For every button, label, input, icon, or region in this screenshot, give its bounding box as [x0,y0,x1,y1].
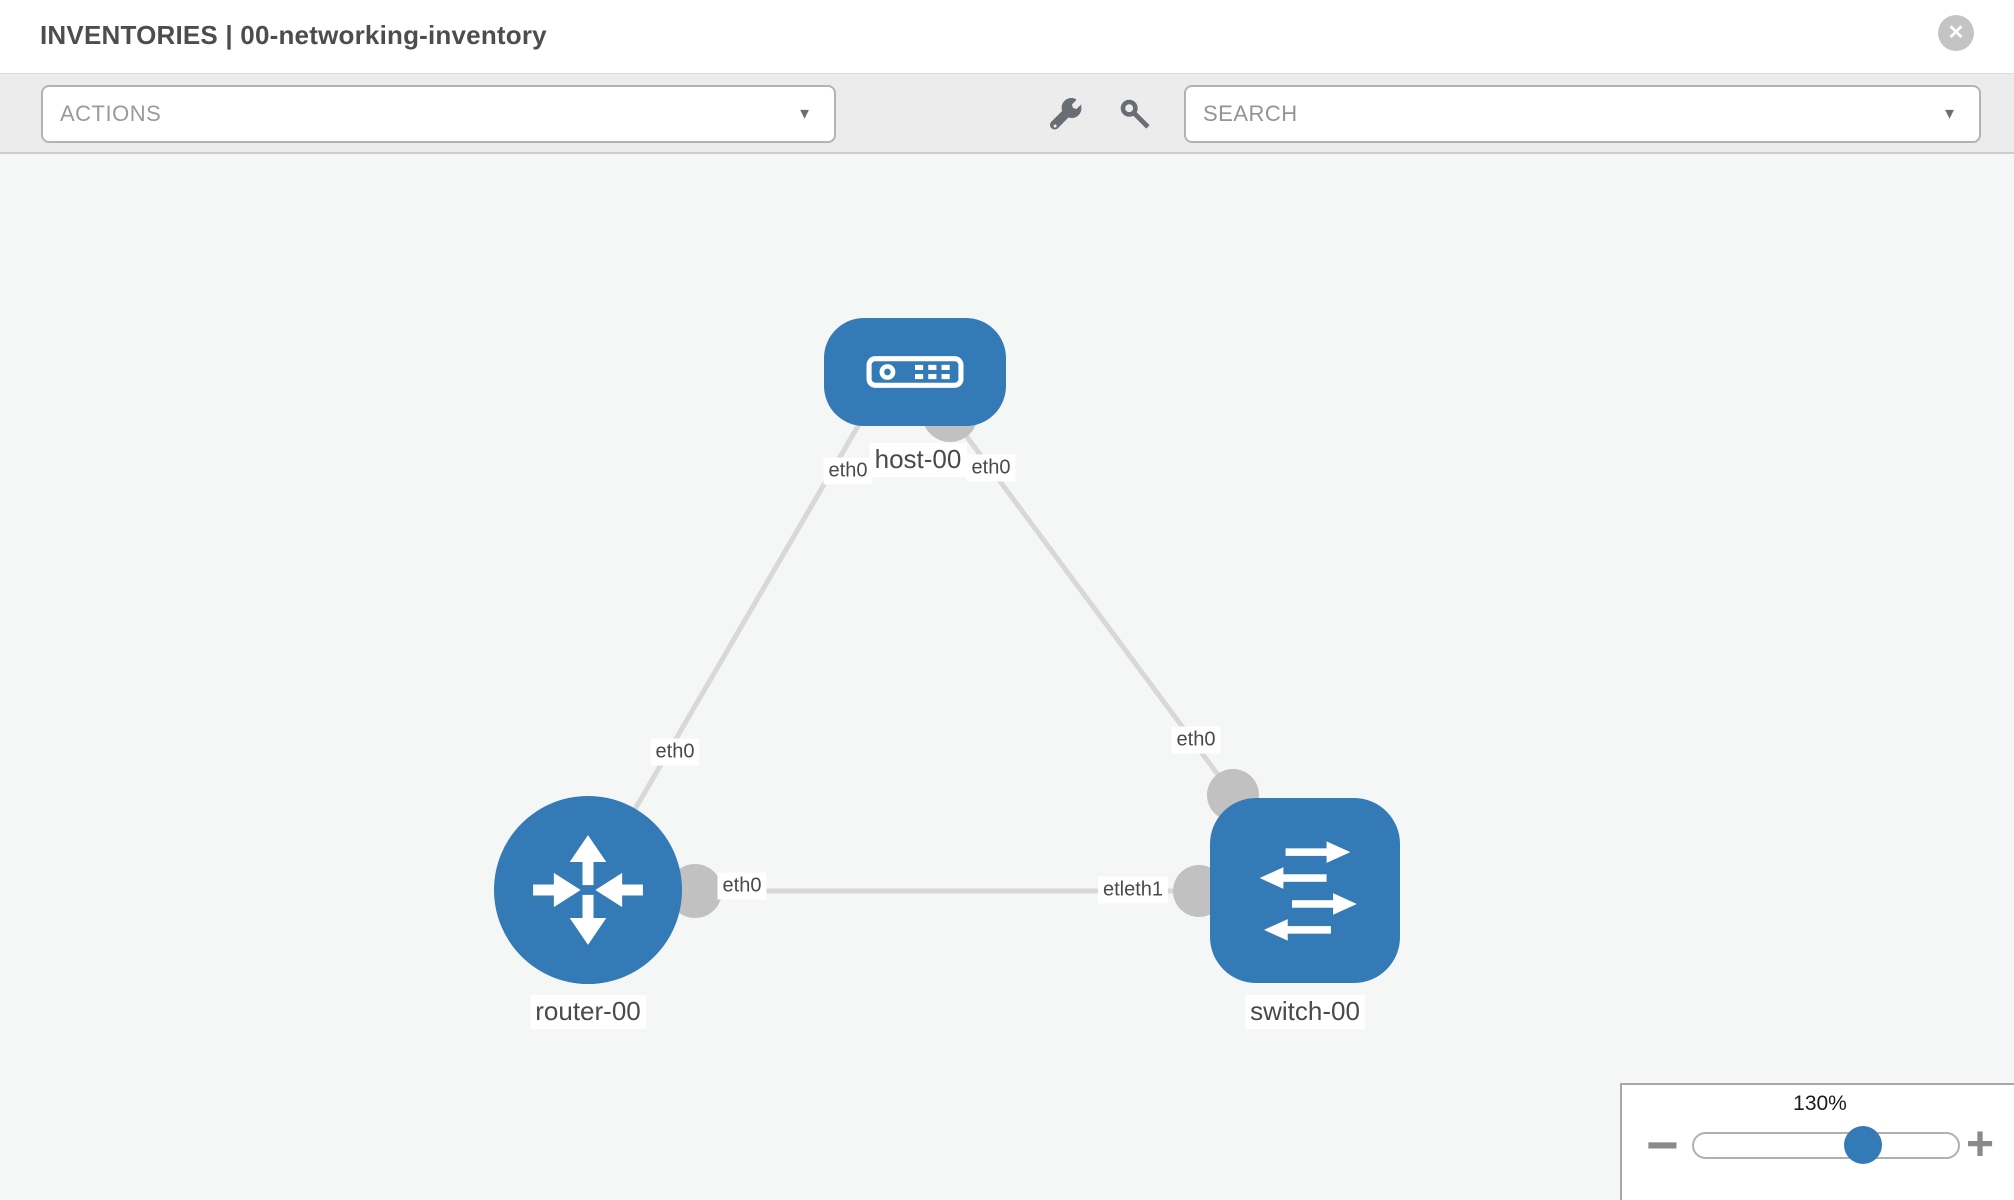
wrench-icon[interactable] [1050,98,1084,132]
if-label-host-right: eth0 [966,454,1016,482]
if-label-host-left: eth0 [823,457,873,485]
close-icon: ✕ [1947,22,1965,44]
page-title: INVENTORIES | 00-networking-inventory [40,20,547,50]
actions-dropdown[interactable]: ACTIONS ▼ [41,85,836,143]
node-label-router: router-00 [530,995,646,1029]
switch-icon [1259,840,1357,941]
zoom-slider-track[interactable] [1692,1132,1960,1159]
header: INVENTORIES | 00-networking-inventory ✕ [0,0,2014,73]
node-switch-00[interactable] [1210,798,1400,983]
router-icon [533,835,643,945]
zoom-level: 130% [1793,1092,1847,1115]
key-icon[interactable] [1119,98,1153,132]
if-label-router-right: eth0 [717,872,767,900]
search-dropdown[interactable]: SEARCH ▼ [1184,85,1981,143]
host-icon [866,356,964,388]
node-host-00[interactable] [824,318,1006,426]
zoom-slider-handle[interactable] [1844,1126,1882,1164]
chevron-down-icon: ▼ [797,105,812,123]
zoom-panel: 130% − + [1620,1083,2014,1200]
node-label-host: host-00 [869,443,967,477]
if-label-router-up: eth0 [650,738,700,766]
close-button[interactable]: ✕ [1938,15,1974,51]
if-label-switch-left: etleth1 [1097,876,1169,904]
endpoint-router-eth0[interactable] [668,864,722,918]
chevron-down-icon: ▼ [1942,105,1957,123]
topology-canvas[interactable]: host-00 router-00 switch-00 eth0 eth0 et… [0,154,2014,1200]
links-layer [585,386,1259,918]
search-placeholder: SEARCH [1203,101,1298,126]
node-label-switch: switch-00 [1245,995,1365,1029]
actions-dropdown-label: ACTIONS [60,101,162,126]
node-router-00[interactable] [494,796,682,984]
if-label-switch-up: eth0 [1171,726,1221,754]
toolbar: ACTIONS ▼ SEARCH ▼ [0,73,2014,154]
